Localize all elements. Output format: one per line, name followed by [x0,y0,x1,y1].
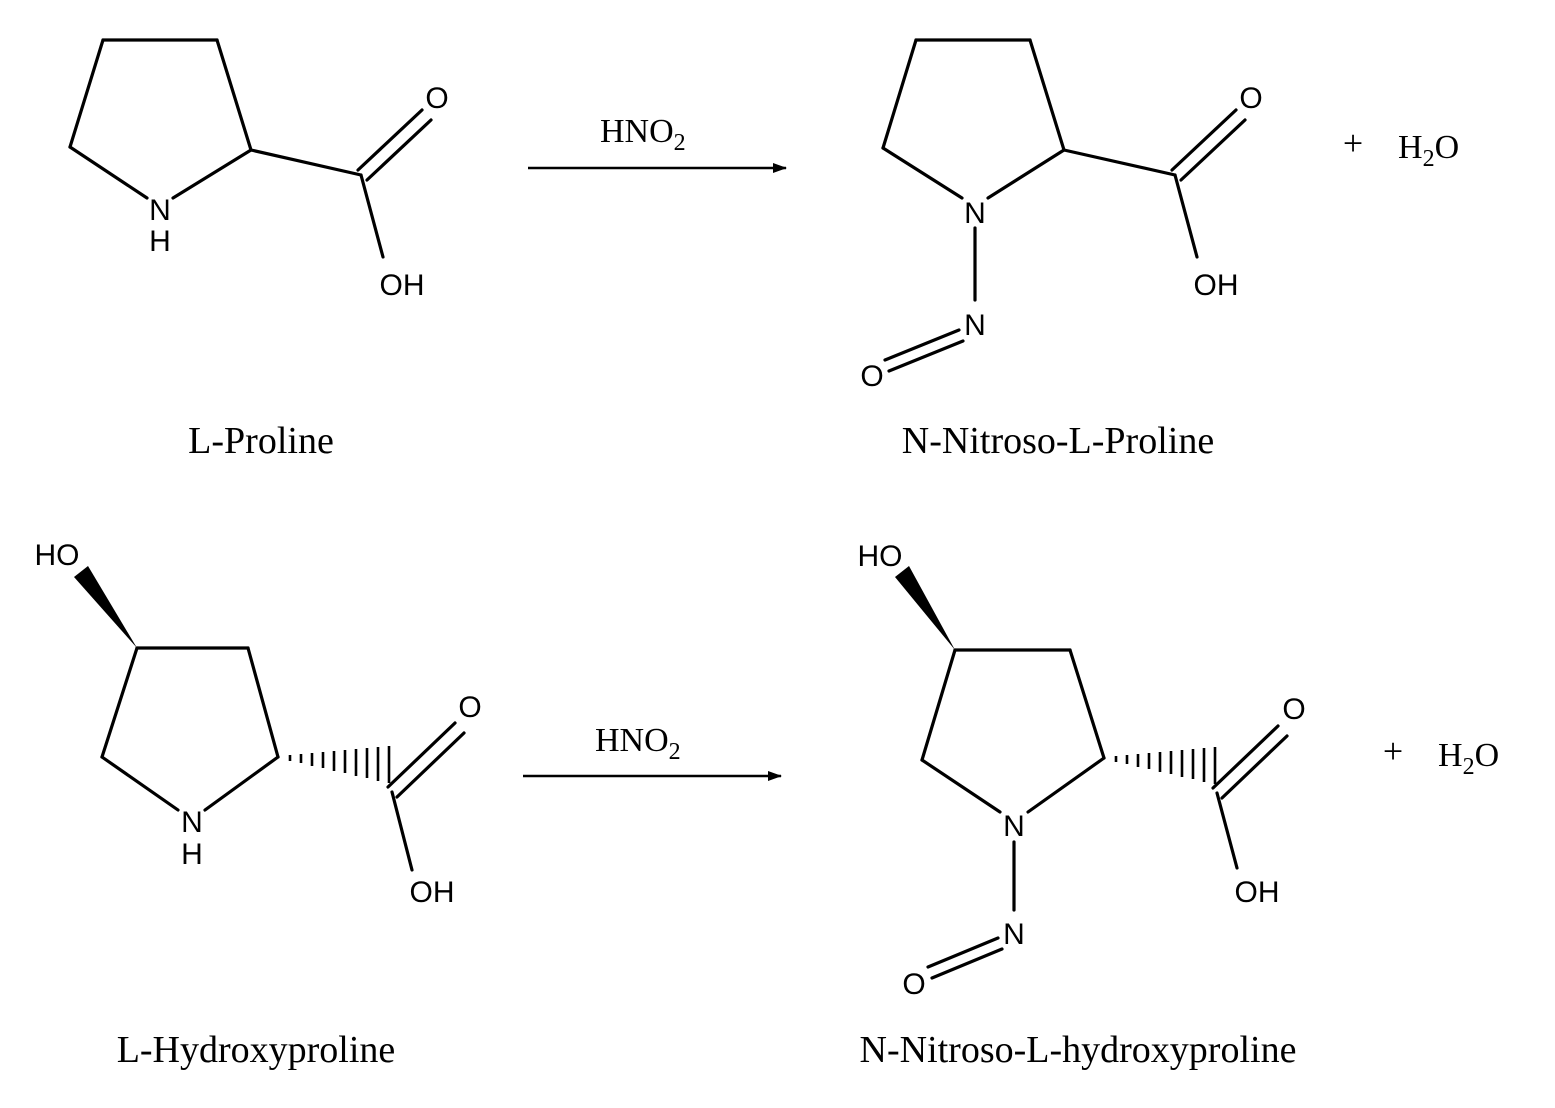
hydroxyl-label: OH [1194,269,1239,302]
nitroso-group [883,226,977,373]
carbonyl-oxygen-label: O [1282,693,1305,726]
ring-hydroxyl-label: HO [35,539,80,572]
ring-nitrogen-hydrogen-label: H [149,225,171,258]
carbonyl-oxygen-label: O [1239,82,1262,115]
n-nitroso-l-proline-structure: N N O O OH [860,38,1263,393]
pyrrolidine-ring [68,38,253,200]
l-proline-name: L-Proline [188,420,334,462]
l-hydroxyproline-name: L-Hydroxyproline [117,1029,396,1071]
l-proline-structure: N H O OH [68,38,449,302]
n-nitroso-l-proline-name: N-Nitroso-L-Proline [902,420,1214,462]
reagent-hno2-label: HNO2 [595,722,681,765]
plus-sign: + [1343,123,1363,163]
ring-nitrogen-label: N [149,194,171,227]
hydroxyl-label: OH [1235,876,1280,909]
ring-nitrogen-label: N [1003,810,1025,843]
l-hydroxyproline-structure: HO N H O OH [35,539,482,909]
reaction-arrow-1: HNO2 [528,113,787,173]
carbonyl-oxygen-label: O [425,82,448,115]
carboxylic-acid-group [1062,108,1247,259]
hashed-wedge-bond [288,746,391,783]
ring-nitrogen-label: N [181,806,203,839]
reaction-2: HO N H O OH L-Hydroxyproline HNO2 [35,539,1500,1071]
wedge-bond [895,566,955,650]
hashed-wedge-bond [1114,747,1217,784]
nitroso-oxygen-label: O [902,968,925,1001]
reaction-1: N H O OH L-Proline HNO2 [68,38,1459,462]
hydroxyl-label: OH [410,876,455,909]
water-byproduct-label: H2O [1438,737,1499,780]
n-nitroso-l-hydroxyproline-structure: HO N N O O OH [858,540,1306,1001]
ring-nitrogen-label: N [964,197,986,230]
carbonyl-oxygen-label: O [458,691,481,724]
ring-nitrogen-hydrogen-label: H [181,838,203,871]
water-byproduct-label: H2O [1398,129,1459,172]
n-nitroso-l-hydroxyproline-name: N-Nitroso-L-hydroxyproline [860,1029,1297,1071]
ring-hydroxyl-label: HO [858,540,903,573]
hydroxyl-label: OH [380,269,425,302]
nitroso-oxygen-label: O [860,360,883,393]
reaction-arrow-2: HNO2 [523,722,782,781]
carboxylic-acid-group [249,108,433,259]
carboxylic-acid-group [1211,724,1289,870]
nitroso-nitrogen-label: N [964,309,986,342]
reagent-hno2-label: HNO2 [600,113,686,156]
pyrrolidine-ring [100,646,280,812]
wedge-bond [74,566,137,648]
plus-sign: + [1383,731,1403,771]
nitroso-nitrogen-label: N [1003,918,1025,951]
nitroso-group [926,840,1016,980]
pyrrolidine-ring [920,648,1106,814]
pyrrolidine-ring [881,38,1066,200]
carboxylic-acid-group [386,721,466,872]
